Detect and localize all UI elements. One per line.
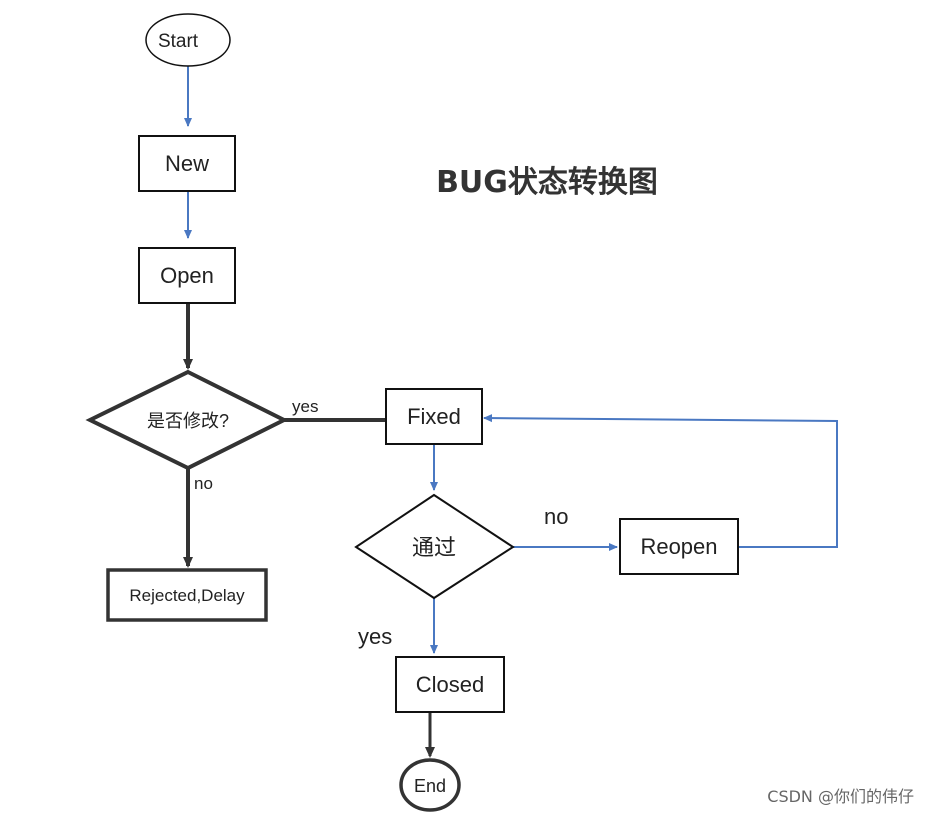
csdn-watermark: CSDN @你们的伟仔 [767,787,914,806]
start-node [145,13,231,67]
open-node [138,247,236,304]
pass-decision-label: 通过 [412,535,456,560]
edge-reopen-fixed [483,414,838,548]
pass-decision-node [354,493,515,600]
new-node [138,135,236,192]
end-label: End [414,776,446,796]
closed-label: Closed [416,672,484,697]
new-label: New [165,151,209,176]
diagram-title: BUG状态转换图 [436,165,658,200]
start-label: Start [158,31,199,52]
modify-decision-label: 是否修改? [147,411,229,431]
modify-no-label: no [194,474,213,493]
pass-yes-label: yes [358,624,392,649]
fixed-node [385,388,483,445]
end-node [399,758,461,812]
modify-decision-node [85,369,289,471]
fixed-label: Fixed [407,404,461,429]
rejected-label: Rejected,Delay [129,586,245,605]
pass-no-label: no [544,504,568,529]
open-label: Open [160,263,214,288]
closed-node [395,656,505,713]
modify-yes-label: yes [292,397,318,416]
rejected-node [106,568,268,622]
reopen-node [619,518,739,575]
reopen-label: Reopen [640,534,717,559]
